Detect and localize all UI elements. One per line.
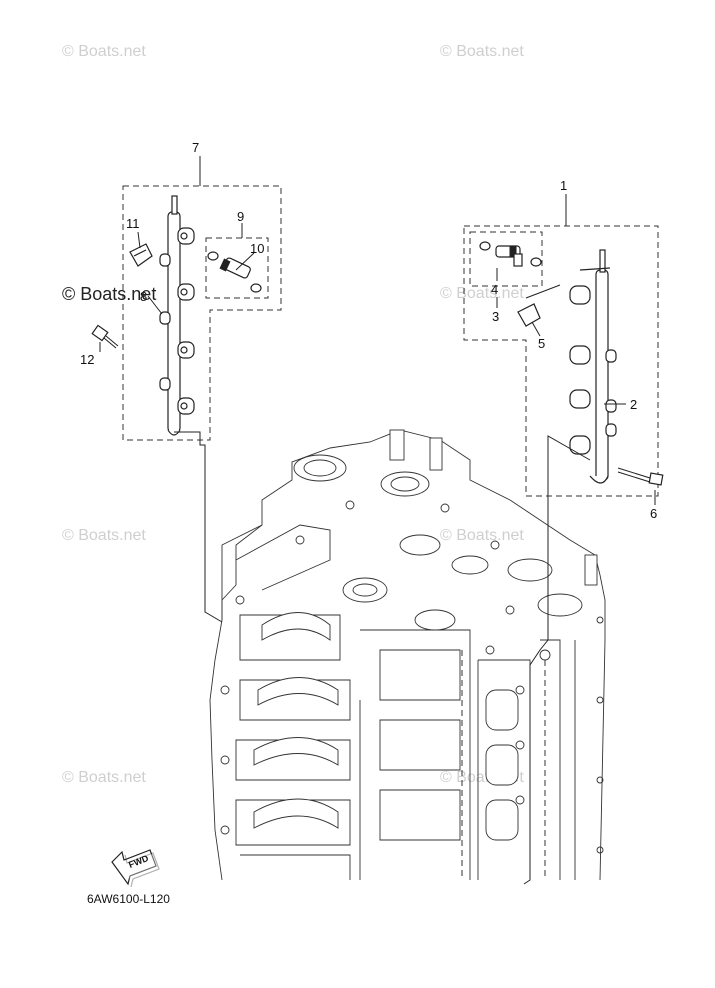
engine-block-illustration <box>209 429 606 881</box>
callout-9: 9 <box>237 209 244 224</box>
callout-8: 8 <box>140 289 147 304</box>
callout-11: 11 <box>126 216 140 231</box>
watermark-dark: © Boats.net <box>62 284 156 304</box>
callout-6: 6 <box>650 506 657 521</box>
watermark: © Boats.net <box>440 527 524 544</box>
fwd-arrow-icon: FWD <box>111 849 160 888</box>
callout-4: 4 <box>491 282 498 297</box>
watermark: © Boats.net <box>62 527 146 544</box>
diagram-code: 6AW6100-L120 <box>87 892 170 906</box>
watermark: © Boats.net <box>440 285 524 302</box>
callout-7: 7 <box>192 140 199 155</box>
fuel-rail-right-assembly <box>463 194 664 885</box>
callout-1: 1 <box>560 178 567 193</box>
fuel-rail-left-assembly <box>91 156 282 623</box>
watermark: © Boats.net <box>62 43 146 60</box>
watermark: © Boats.net <box>440 43 524 60</box>
watermark: © Boats.net <box>62 769 146 786</box>
callout-12: 12 <box>80 352 94 367</box>
callout-2: 2 <box>630 397 637 412</box>
callout-3: 3 <box>492 309 499 324</box>
callout-5: 5 <box>538 336 545 351</box>
callout-10: 10 <box>250 241 264 256</box>
